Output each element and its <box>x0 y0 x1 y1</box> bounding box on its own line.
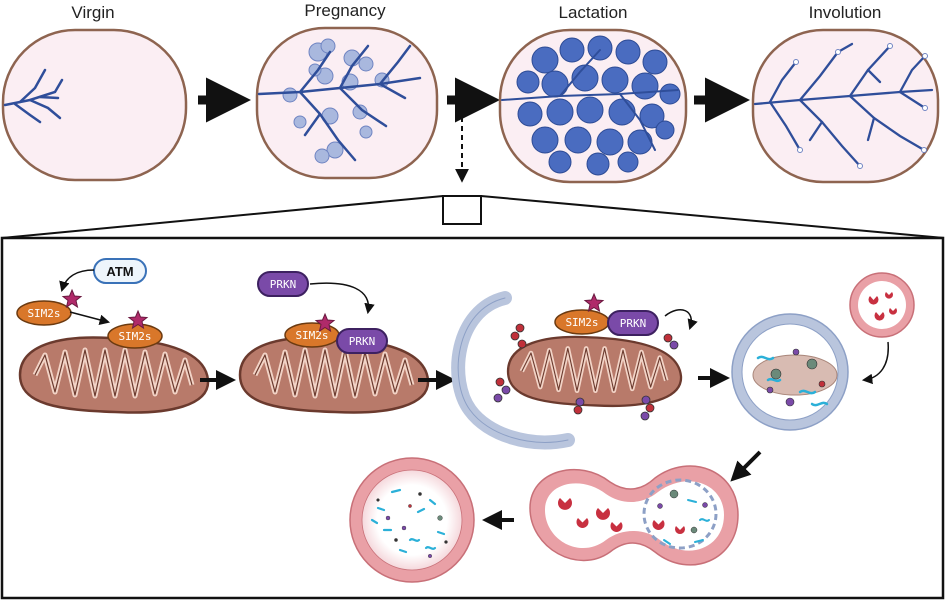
engulfed-mitochondrion <box>752 354 838 396</box>
duct-tree-pregnancy <box>257 44 422 162</box>
duct-tree-involution <box>753 42 934 168</box>
sim2s-label-2: SIM2s <box>118 330 151 343</box>
zoom-projection <box>1 195 945 239</box>
duct-tree-virgin <box>3 68 64 124</box>
gland-virgin <box>1 28 188 182</box>
degradation-autolysosome <box>349 457 475 583</box>
sim2s-4: SIM2s <box>554 292 610 335</box>
duct-tree-lactation <box>501 49 679 151</box>
autophagosome <box>731 313 849 431</box>
phospho-star-3 <box>314 312 336 333</box>
sim2s-2: SIM2s <box>107 309 163 349</box>
sim2s-label-1: SIM2s <box>27 307 60 320</box>
ubiquitin-chains <box>493 323 679 421</box>
duct-tips-involution <box>793 43 928 169</box>
prkn-bound-2: PRKN <box>607 310 659 336</box>
prkn-label-1: PRKN <box>270 278 297 291</box>
prkn-bound-1: PRKN <box>336 328 388 354</box>
stage-title-involution: Involution <box>809 3 882 22</box>
sim2s-move-arrow <box>69 311 111 325</box>
stage-title-virgin: Virgin <box>71 3 114 22</box>
sim2s-1: SIM2s <box>16 288 83 326</box>
stage-lactation: Lactation <box>498 3 688 184</box>
zoom-box <box>442 195 482 225</box>
prkn-label-2: PRKN <box>349 335 376 348</box>
mitochondrion-3 <box>506 335 683 408</box>
stage-title-pregnancy: Pregnancy <box>304 1 386 20</box>
prkn-label-3: PRKN <box>620 317 647 330</box>
prkn-free: PRKN <box>257 271 309 297</box>
phospho-star-1 <box>61 288 83 309</box>
sim2s-3: SIM2s <box>284 312 340 348</box>
phospho-star-2 <box>127 309 149 330</box>
mitochondrion-1 <box>18 336 210 414</box>
prkn-ubiquitin-arrow <box>664 309 698 330</box>
atm-arrow <box>59 269 95 293</box>
sim2s-label-4: SIM2s <box>565 316 598 329</box>
alveoli-lactation <box>516 35 681 176</box>
stage-involution: Involution <box>751 3 940 184</box>
lysosome-fusion-arrow <box>861 341 889 385</box>
gland-involution <box>751 28 940 184</box>
atm-label: ATM <box>106 264 133 279</box>
arrow-step-4 <box>730 450 762 482</box>
phospho-star-4 <box>583 292 605 313</box>
sim2s-label-3: SIM2s <box>295 329 328 342</box>
stage-pregnancy: Pregnancy <box>255 1 439 180</box>
prkn-recruit-arrow <box>309 282 375 315</box>
gland-pregnancy <box>255 26 439 180</box>
atm-protein: ATM <box>93 258 147 284</box>
fusing-autolysosome <box>529 465 739 566</box>
mitochondrion-2 <box>238 336 430 414</box>
stage-title-lactation: Lactation <box>559 3 628 22</box>
lysosome <box>849 272 915 338</box>
stage-virgin: Virgin <box>1 3 188 182</box>
